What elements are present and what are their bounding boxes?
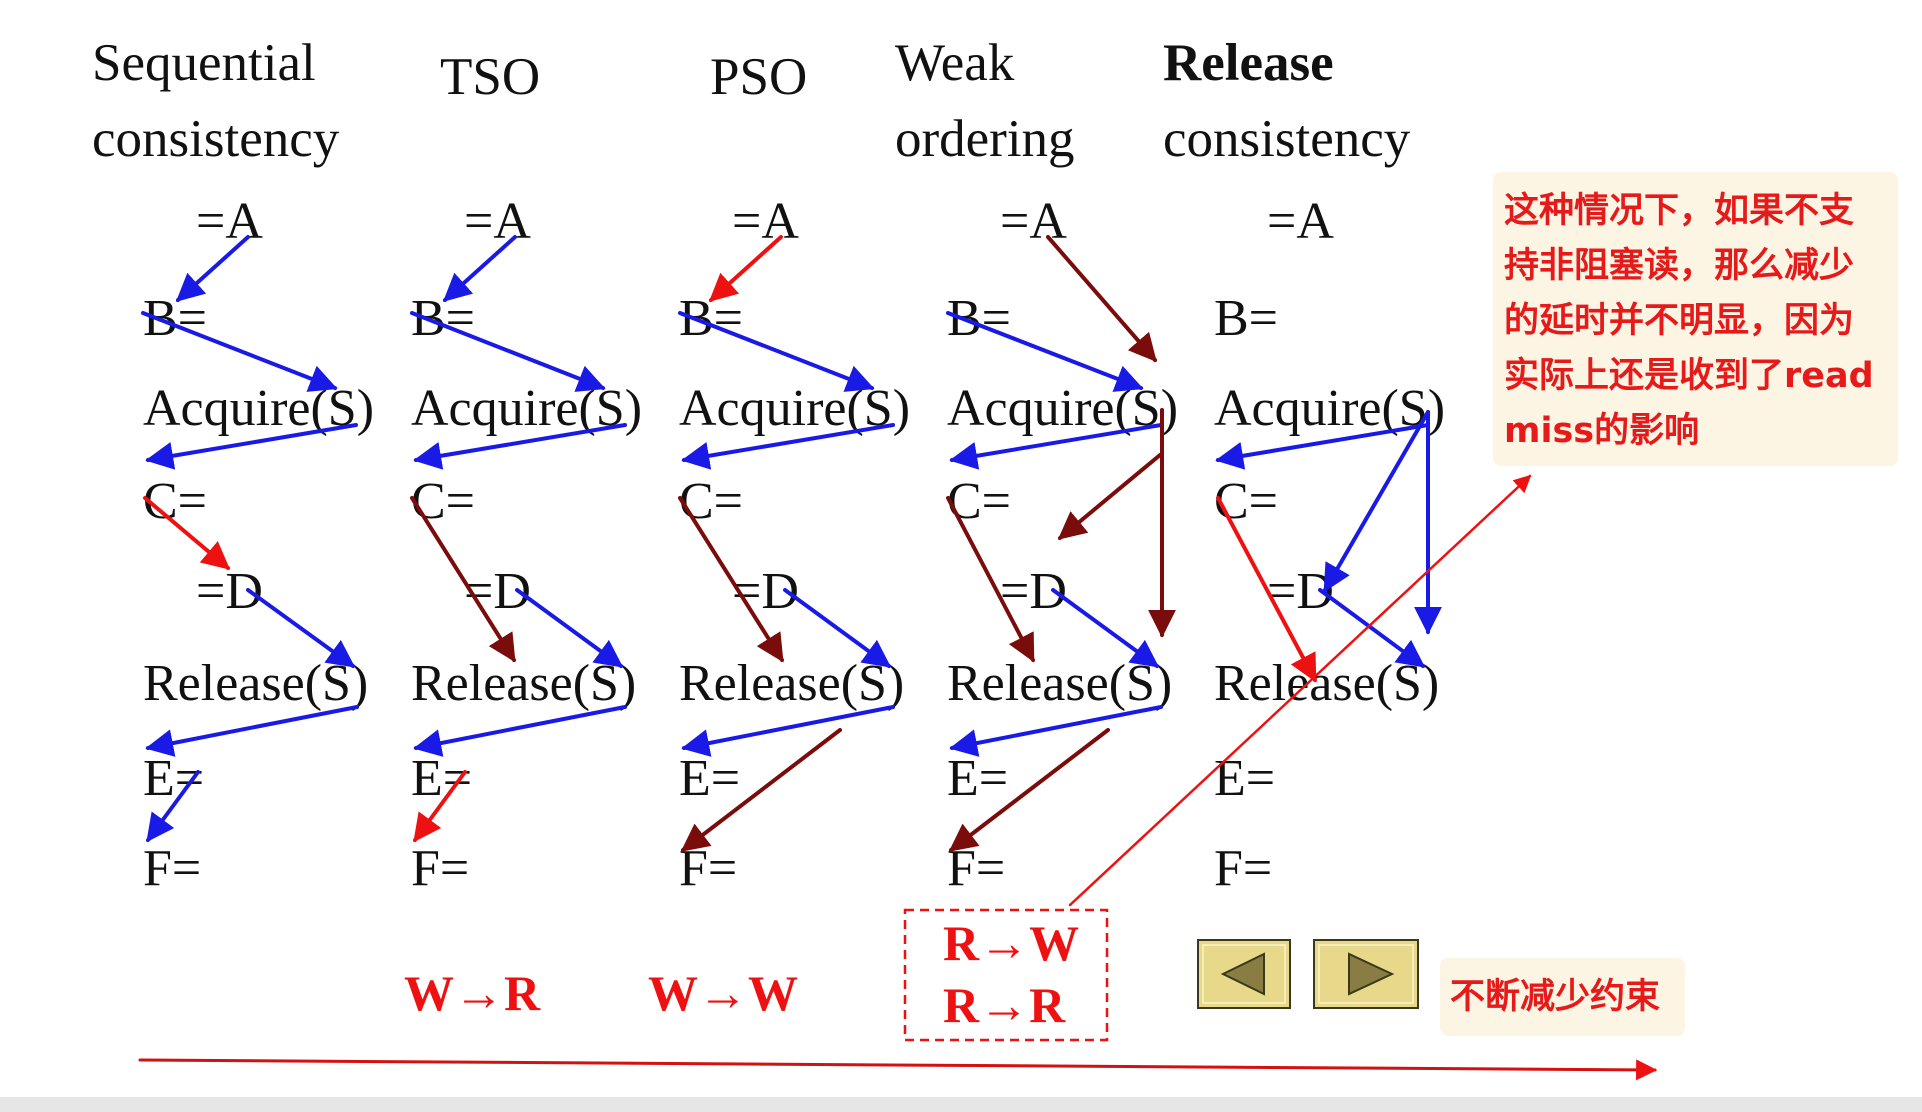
header-sc-line1: Sequential <box>92 34 316 92</box>
progress-label-box: 不断减少约束 <box>1440 958 1685 1036</box>
pso-arrow-b-acq <box>678 311 875 392</box>
sc-arrow-b-acq <box>141 311 338 392</box>
header-wo-line2: ordering <box>895 110 1075 168</box>
note-line-2: 持非阻塞读，那么减少 <box>1504 246 1854 286</box>
rc-arrow-d-rel <box>1318 588 1426 668</box>
relaxation-label-tso: W→R <box>404 965 541 1021</box>
annotation-note: 这种情况下，如果不支 持非阻塞读，那么减少 的延时并不明显，因为 实际上还是收到… <box>1493 172 1898 466</box>
op-rc-5: Release(S) <box>1214 655 1439 712</box>
sc-arrow-d-rel <box>246 588 356 668</box>
wo-arrow-a-acq <box>1046 235 1157 363</box>
op-wo-0: =A <box>1000 193 1067 250</box>
tso-arrow-c-rel <box>410 496 516 663</box>
wo-arrow-d-rel <box>1051 588 1160 668</box>
op-pso-5: Release(S) <box>679 655 904 712</box>
op-pso-0: =A <box>732 193 799 250</box>
tso-arrow-b-acq <box>410 311 606 392</box>
sc-arrow-a-b <box>175 235 250 302</box>
bottom-scroll-strip <box>0 1097 1922 1112</box>
op-tso-7: F= <box>411 840 469 897</box>
progress-label: 不断减少约束 <box>1450 977 1660 1017</box>
sc-arrow-rel-e <box>145 705 359 757</box>
sc-arrow-acq-c <box>145 423 358 470</box>
op-wo-6: E= <box>947 750 1008 807</box>
op-pso-6: E= <box>679 750 740 807</box>
op-rc-6: E= <box>1214 750 1275 807</box>
op-wo-1: B= <box>947 290 1011 347</box>
op-wo-3: C= <box>947 473 1011 530</box>
pso-arrow-c-rel <box>678 496 784 663</box>
sc-arrow-c-d <box>143 496 231 570</box>
note-line-5: miss的影响 <box>1504 411 1699 451</box>
op-rc-0: =A <box>1267 193 1334 250</box>
tso-arrow-a-b <box>442 235 517 302</box>
ordering-arrows <box>138 235 1658 1081</box>
column-headers: Sequential consistency TSO PSO Weak orde… <box>92 34 1411 168</box>
relaxation-label-wo-line2: R→R <box>943 977 1066 1033</box>
op-tso-0: =A <box>464 193 531 250</box>
rc-arrow-acq-d <box>1323 410 1430 593</box>
op-sc-3: C= <box>143 473 207 530</box>
op-tso-5: Release(S) <box>411 655 636 712</box>
op-wo-5: Release(S) <box>947 655 1172 712</box>
prev-button[interactable] <box>1197 939 1291 1009</box>
wo-arrow-c-rel <box>946 496 1035 663</box>
pso-arrow-rel-f <box>680 728 842 852</box>
rc-arrow-c-rel <box>1216 496 1317 683</box>
note-line-1: 这种情况下，如果不支 <box>1504 191 1854 231</box>
wo-arrow-b-acq <box>946 311 1144 392</box>
op-rc-3: C= <box>1214 473 1278 530</box>
pso-arrow-d-rel <box>783 588 892 668</box>
tso-arrow-e-f <box>413 770 467 843</box>
op-rc-7: F= <box>1214 840 1272 897</box>
sc-arrow-e-f <box>146 770 200 843</box>
next-button[interactable] <box>1313 939 1419 1009</box>
progress-arrow <box>138 1058 1658 1081</box>
tso-arrow-rel-e <box>413 705 627 757</box>
header-tso: TSO <box>440 48 540 106</box>
relaxation-labels: W→R W→W R→W R→R <box>404 908 1109 1042</box>
wo-arrow-acq-c <box>949 423 1163 470</box>
relaxation-label-wo-line1: R→W <box>943 915 1079 971</box>
note-line-4: 实际上还是收到了read <box>1504 356 1874 396</box>
wo-arrow-rel-f <box>948 728 1110 852</box>
wo-arrow-acq-d <box>1057 453 1162 540</box>
operation-rows: =AB=Acquire(S)C==DRelease(S)E=F==AB=Acqu… <box>143 193 1445 897</box>
relaxation-label-pso: W→W <box>648 965 798 1021</box>
pso-arrow-a-b <box>708 235 783 302</box>
pso-arrow-acq-c <box>681 423 895 470</box>
prev-triangle-icon <box>1220 952 1265 996</box>
header-rc-line2: consistency <box>1163 110 1411 168</box>
wo-arrow-rel-e <box>949 705 1163 757</box>
next-triangle-icon <box>1348 952 1395 996</box>
header-pso: PSO <box>710 48 807 106</box>
op-tso-6: E= <box>411 750 472 807</box>
rc-arrow-acq-c <box>1215 423 1430 470</box>
op-tso-3: C= <box>411 473 475 530</box>
header-sc-line2: consistency <box>92 110 340 168</box>
op-sc-7: F= <box>143 840 201 897</box>
note-pointer-arrow <box>1068 474 1532 907</box>
op-sc-0: =A <box>196 193 263 250</box>
header-rc-line1: Release <box>1163 34 1334 92</box>
op-sc-5: Release(S) <box>143 655 368 712</box>
pso-arrow-rel-e <box>681 705 895 757</box>
note-line-3: 的延时并不明显，因为 <box>1504 301 1854 341</box>
tso-arrow-d-rel <box>515 588 624 668</box>
tso-arrow-acq-c <box>413 423 627 470</box>
op-rc-1: B= <box>1214 290 1278 347</box>
header-wo-line1: Weak <box>895 34 1015 92</box>
op-pso-3: C= <box>679 473 743 530</box>
